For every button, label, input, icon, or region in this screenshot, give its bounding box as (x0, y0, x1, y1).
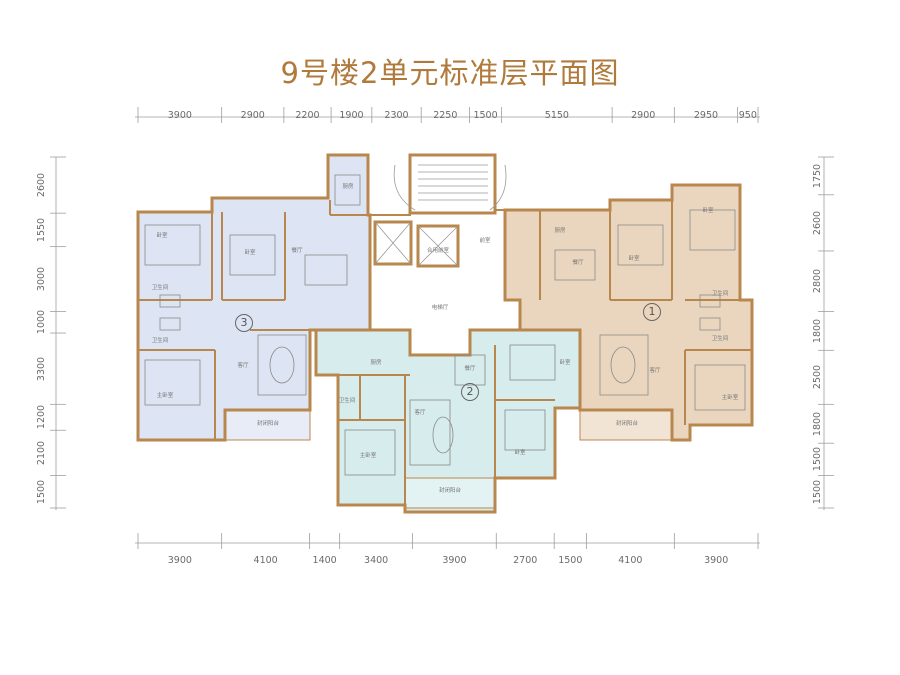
right-dimension-label: 1750 (812, 163, 823, 188)
top-dimension-label: 2950 (693, 110, 719, 121)
unit-3-fill (138, 155, 370, 440)
room-label: 卧室 (156, 233, 168, 239)
room-label: 客厅 (414, 410, 426, 416)
room-label: 卧室 (244, 250, 256, 256)
top-dimension-label: 950 (738, 110, 757, 121)
top-dimension-label: 5150 (544, 110, 569, 121)
bottom-dimension-label: 3900 (167, 555, 192, 566)
room-label: 卫生间 (151, 285, 169, 291)
bottom-dimension-label: 4100 (253, 555, 278, 566)
room-label: 卫生间 (151, 338, 169, 344)
room-label: 封闭阳台 (438, 488, 462, 494)
room-label: 合用前室 (426, 248, 450, 254)
room-label: 餐厅 (291, 248, 303, 254)
right-dimension-label: 2800 (812, 269, 823, 294)
room-label: 主卧室 (156, 393, 174, 399)
right-dimension-label: 1500 (812, 479, 823, 504)
room-label: 餐厅 (464, 366, 476, 372)
room-label: 卧室 (628, 256, 640, 262)
right-dimension-label: 2500 (812, 365, 823, 390)
bottom-dimension-label: 1500 (558, 555, 583, 566)
top-dimension-label: 2300 (384, 110, 409, 121)
room-label: 厨房 (342, 184, 354, 190)
room-label: 卫生间 (711, 291, 729, 297)
room-label: 卧室 (559, 360, 571, 366)
room-label: 封闭阳台 (615, 421, 639, 427)
bottom-dimension-label: 3900 (442, 555, 467, 566)
room-label: 客厅 (649, 368, 661, 374)
unit-1-area (503, 183, 754, 442)
page-title: 9号楼2单元标准层平面图 (280, 56, 620, 90)
left-dimension-label: 3300 (36, 356, 47, 381)
top-dimension-label: 2250 (433, 110, 458, 121)
unit-3-number: 3 (235, 314, 253, 332)
unit-1-balcony (579, 409, 673, 441)
room-label: 主卧室 (359, 453, 377, 459)
left-dimension-label: 1000 (36, 310, 47, 335)
left-dimension-label: 2100 (36, 440, 47, 465)
room-label: 厨房 (370, 360, 382, 366)
right-dimension-ticks (818, 156, 834, 509)
left-dimension-label: 1200 (36, 405, 47, 430)
left-dimension-label: 3000 (36, 266, 47, 292)
bottom-dimension-label: 4100 (618, 555, 643, 566)
right-dimension-label: 1500 (812, 447, 823, 472)
top-dimension-label: 2900 (240, 110, 265, 121)
bottom-dimension-label: 2700 (513, 555, 538, 566)
unit-2-walls (314, 328, 582, 514)
bottom-dimension-label: 1400 (312, 555, 337, 566)
top-dimension-label: 2200 (295, 110, 320, 121)
unit-2-number: 2 (461, 383, 479, 401)
room-label: 主卧室 (721, 395, 739, 401)
unit-1-number: 1 (643, 303, 661, 321)
left-dimension-label: 2600 (36, 172, 47, 198)
room-label: 卫生间 (711, 336, 729, 342)
unit-3-area (136, 153, 372, 442)
top-dimension-label: 1500 (473, 110, 498, 121)
unit-2-area (314, 328, 582, 514)
room-label: 卧室 (514, 450, 526, 456)
room-label: 餐厅 (572, 260, 584, 266)
room-label: 客厅 (237, 363, 249, 369)
core-area (370, 153, 507, 300)
top-dimension-label: 2900 (631, 110, 656, 121)
right-dimension-label: 2600 (812, 210, 823, 235)
bottom-dimension-label: 3900 (704, 555, 729, 566)
top-dimension-ticks (137, 107, 759, 123)
unit-2-balcony (404, 477, 496, 509)
dimension-lines (55, 116, 825, 544)
room-label: 卧室 (702, 208, 714, 214)
top-dimension-label: 1900 (339, 110, 364, 121)
room-label: 封闭阳台 (256, 421, 280, 427)
top-dimension-label: 3900 (167, 110, 192, 121)
left-dimension-label: 1550 (36, 217, 47, 242)
right-dimension-label: 1800 (812, 318, 823, 343)
room-label: 前室 (479, 238, 491, 244)
room-label: 电梯厅 (431, 305, 449, 311)
room-label: 卫生间 (338, 398, 356, 404)
left-dimension-label: 1500 (36, 479, 47, 504)
bottom-dimension-label: 3400 (364, 555, 389, 566)
left-dimension-ticks (50, 156, 66, 509)
room-label: 厨房 (554, 228, 566, 234)
right-dimension-label: 1800 (812, 411, 823, 436)
bottom-dimension-ticks (137, 533, 759, 549)
stair-block (408, 153, 497, 215)
